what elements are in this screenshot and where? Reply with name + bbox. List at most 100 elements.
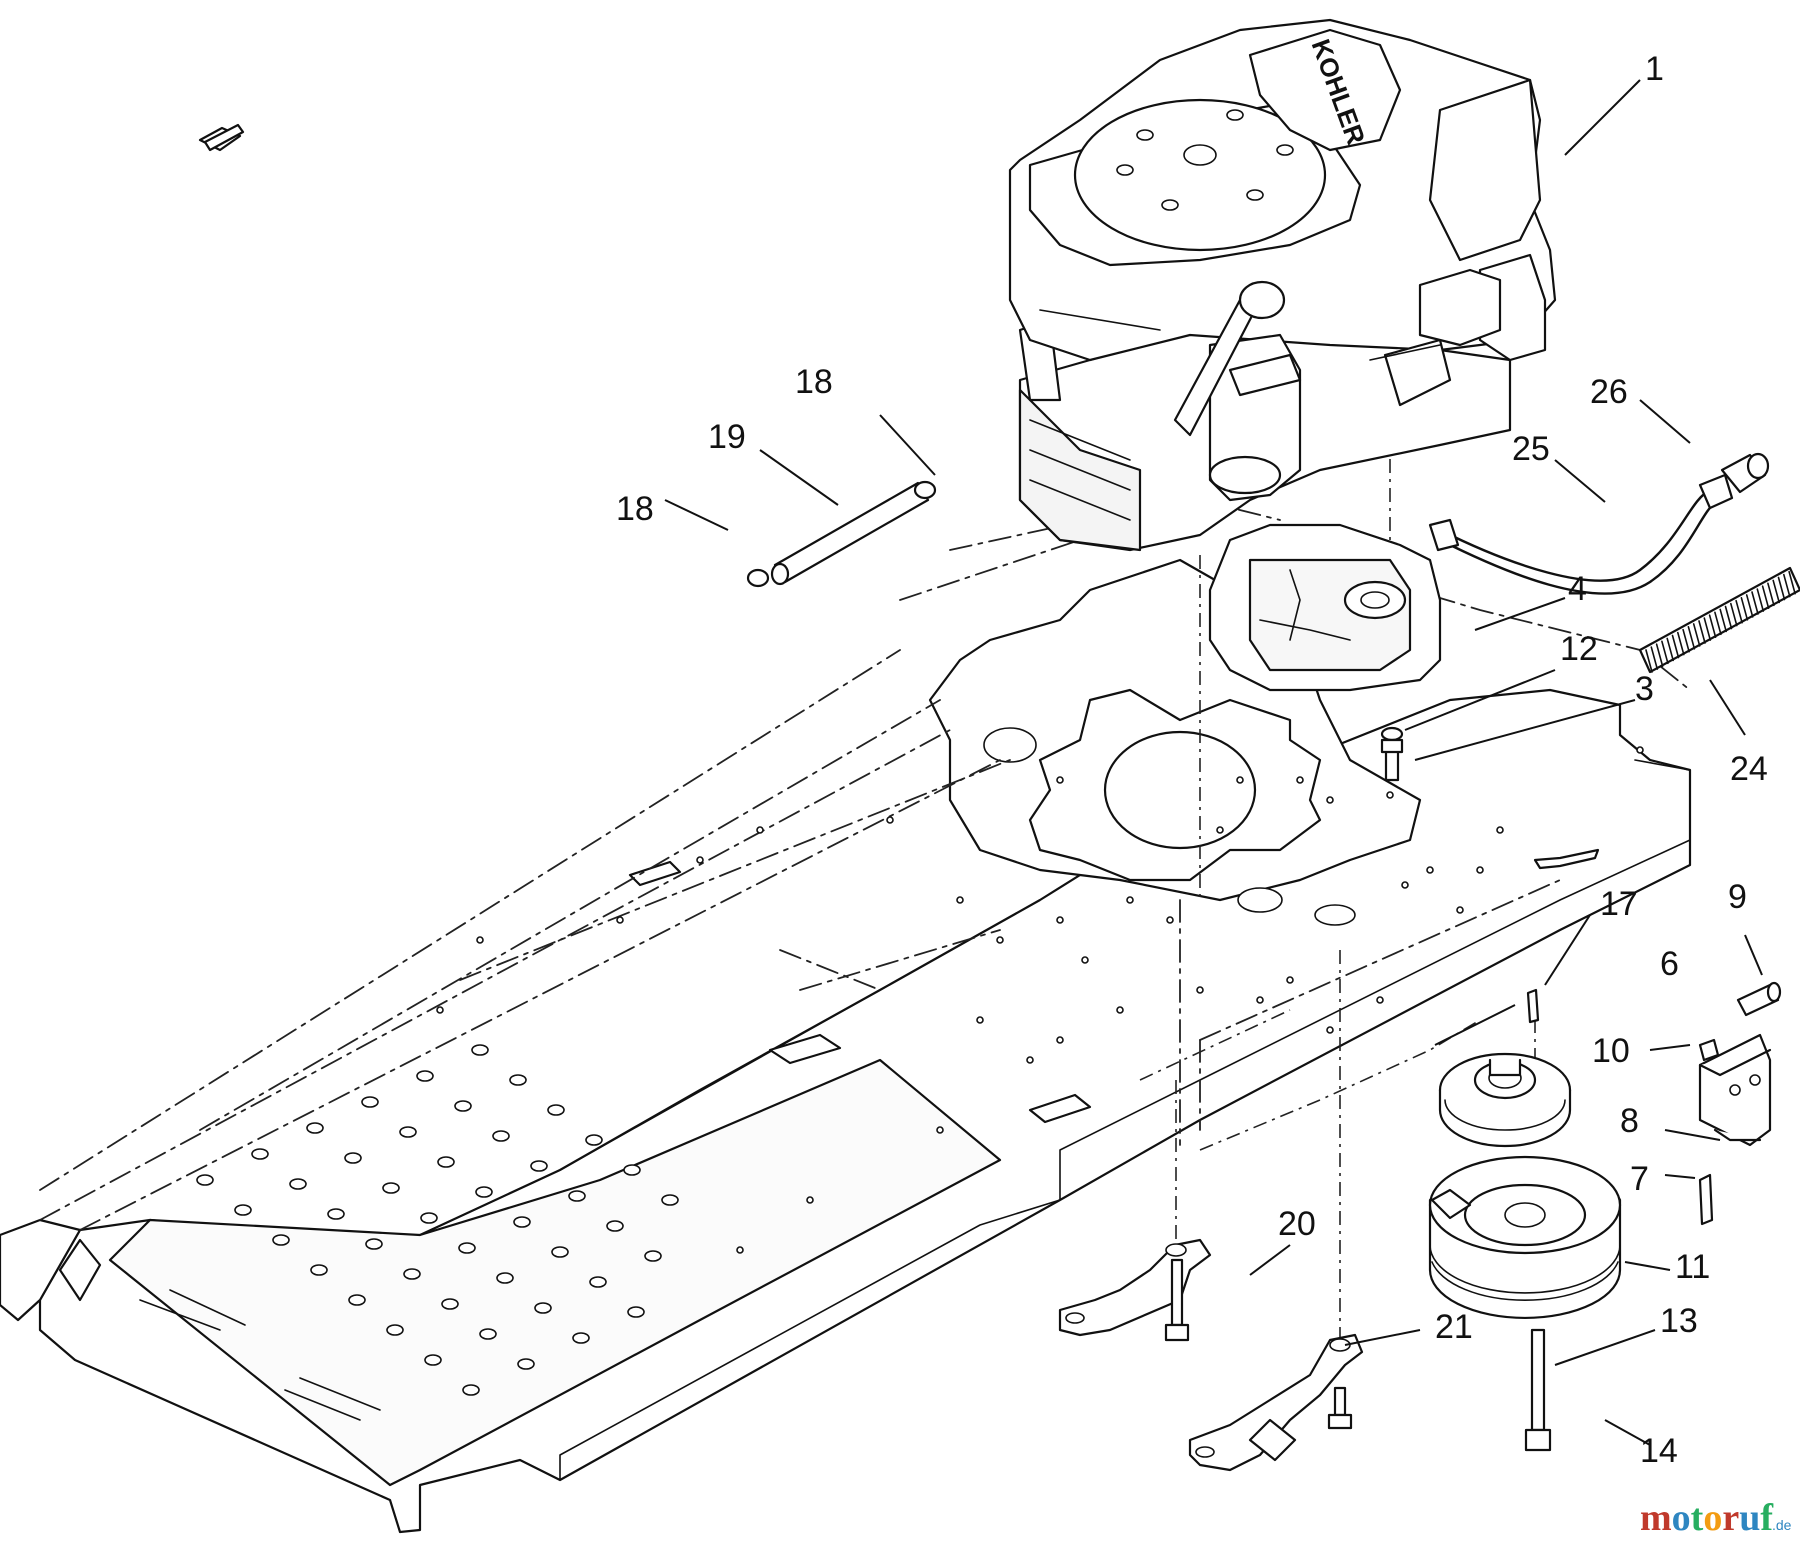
frame-hole xyxy=(1426,866,1434,874)
engine: KOHLER xyxy=(198,18,1557,552)
floor-grommet xyxy=(437,1156,455,1168)
floor-grommet xyxy=(513,1216,531,1228)
rod-thread xyxy=(1708,614,1717,639)
callout-9: 9 xyxy=(1728,878,1747,916)
frame-hole xyxy=(936,1126,944,1134)
rod-thread xyxy=(1687,625,1696,650)
rod-thread xyxy=(1772,579,1780,604)
frame-hole xyxy=(1056,916,1064,924)
rod-thread xyxy=(1692,623,1701,647)
callout-17: 17 xyxy=(1600,885,1638,923)
frame-hole xyxy=(1296,776,1304,784)
callout-4: 4 xyxy=(1568,570,1587,608)
floor-grommet xyxy=(661,1194,679,1206)
frame-hole xyxy=(956,896,964,904)
callout-6: 6 xyxy=(1660,945,1679,983)
threaded-rod xyxy=(1638,566,1800,674)
muffler xyxy=(1208,523,1442,692)
callout-18-left: 18 xyxy=(616,490,654,528)
rod-thread xyxy=(1650,646,1659,670)
floor-grommet xyxy=(530,1160,548,1172)
frame-hole xyxy=(1456,906,1464,914)
callout-12: 12 xyxy=(1560,630,1598,668)
floor-grommet xyxy=(420,1212,438,1224)
floor-grommet xyxy=(568,1190,586,1202)
floor-grommet xyxy=(496,1272,514,1284)
rod-thread xyxy=(1677,631,1685,656)
floor-grommet xyxy=(572,1332,590,1344)
frame-hole xyxy=(1326,1026,1334,1034)
breather-hose xyxy=(770,481,930,586)
watermark-text: motoruf xyxy=(1640,1497,1774,1539)
rod-thread xyxy=(1666,637,1674,662)
callout-25: 25 xyxy=(1512,430,1550,468)
callout-10: 10 xyxy=(1592,1032,1630,1070)
frame-hole xyxy=(1496,826,1504,834)
floor-grommet xyxy=(471,1044,489,1056)
electric-clutch xyxy=(1428,1155,1622,1320)
mount-bracket-left xyxy=(1058,1238,1212,1337)
rod-thread xyxy=(1730,602,1738,627)
callout-19: 19 xyxy=(708,418,746,456)
frame-hole xyxy=(1166,916,1174,924)
frame-hole xyxy=(756,826,764,834)
floor-grommet xyxy=(403,1268,421,1280)
rod-thread xyxy=(1671,634,1680,659)
floor-grommet xyxy=(310,1264,328,1276)
callout-3: 3 xyxy=(1635,670,1654,708)
floor-grommet xyxy=(196,1174,214,1186)
floor-grommet xyxy=(365,1238,383,1250)
floor-grommet xyxy=(454,1100,472,1112)
frame-hole xyxy=(736,1246,744,1254)
floor-grommet xyxy=(424,1354,442,1366)
floor-grommet xyxy=(534,1302,552,1314)
frame-hole xyxy=(1286,976,1294,984)
fuel-fitting xyxy=(1720,452,1770,494)
floor-grommet xyxy=(234,1204,252,1216)
hose-clamp xyxy=(746,480,937,588)
rod-thread xyxy=(1724,605,1733,630)
callout-11: 11 xyxy=(1675,1248,1710,1286)
rod-thread xyxy=(1735,599,1743,624)
callout-20: 20 xyxy=(1278,1205,1316,1243)
floor-grommets xyxy=(196,1044,679,1396)
rod-thread xyxy=(1745,594,1754,618)
frame-hole xyxy=(1196,986,1204,994)
clutch-bolt xyxy=(1524,1328,1552,1452)
floor-grommet xyxy=(492,1130,510,1142)
frame-hole xyxy=(1636,746,1644,754)
clutch-stop xyxy=(1698,1173,1714,1226)
floor-grommet xyxy=(399,1126,417,1138)
rod-thread xyxy=(1682,628,1690,653)
floor-grommet xyxy=(585,1134,603,1146)
rod-thread xyxy=(1777,576,1786,601)
callout-14: 14 xyxy=(1640,1432,1678,1470)
frame-holes xyxy=(436,746,1644,1254)
floor-grommet xyxy=(327,1208,345,1220)
floor-grommet xyxy=(644,1250,662,1262)
floor-grommet xyxy=(441,1298,459,1310)
leader-lines xyxy=(664,79,1763,1446)
frame-hole xyxy=(1326,796,1334,804)
rod-thread xyxy=(1698,620,1706,644)
callout-1: 1 xyxy=(1645,50,1664,88)
frame-hole xyxy=(1056,776,1064,784)
frame-hole xyxy=(1476,866,1484,874)
callout-24: 24 xyxy=(1730,750,1768,788)
floor-grommet xyxy=(479,1328,497,1340)
rod-thread xyxy=(1719,608,1727,633)
floor-grommet xyxy=(623,1164,641,1176)
frame-hole xyxy=(1256,996,1264,1004)
mount-bolts xyxy=(1164,1258,1353,1430)
callout-26: 26 xyxy=(1590,373,1628,411)
callout-21: 21 xyxy=(1435,1308,1473,1346)
frame-hole xyxy=(806,1196,814,1204)
pulley-key xyxy=(1526,988,1540,1024)
anti-rotation-bracket xyxy=(1698,1033,1772,1147)
callouts: 1 3 4 6 7 8 9 10 11 12 13 14 17 18 18 19… xyxy=(616,50,1768,1470)
frame-hole xyxy=(1056,1036,1064,1044)
floor-grommet xyxy=(289,1178,307,1190)
frame-hole xyxy=(1216,826,1224,834)
bracket-screw xyxy=(1736,981,1782,1017)
